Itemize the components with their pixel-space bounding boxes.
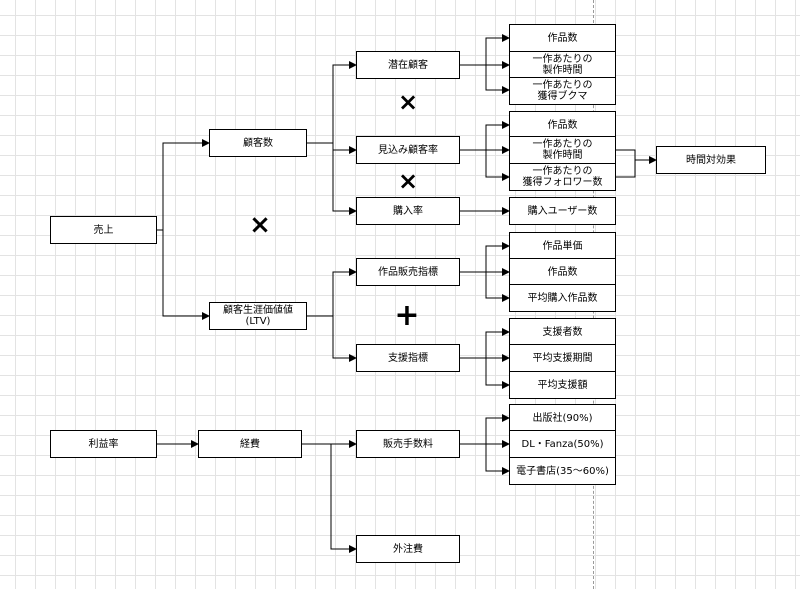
- node-ltv[interactable]: 顧客生涯価値値 (LTV): [209, 302, 307, 330]
- node-prospect-rate[interactable]: 見込み顧客率: [356, 136, 460, 164]
- node-publisher[interactable]: 出版社(90%): [509, 404, 616, 432]
- node-sales[interactable]: 売上: [50, 216, 157, 244]
- node-supporters[interactable]: 支援者数: [509, 318, 616, 346]
- node-avg-purchased[interactable]: 平均購入作品数: [509, 284, 616, 312]
- node-sales-index[interactable]: 作品販売指標: [356, 258, 460, 286]
- node-dl-fanza[interactable]: DL・Fanza(50%): [509, 430, 616, 458]
- edge-salesindex-avgpurchase: [485, 272, 510, 302]
- operator-plus-sales-support: +: [394, 298, 420, 333]
- edge-supportindex-amount: [485, 358, 510, 389]
- node-potential[interactable]: 潜在顧客: [356, 51, 460, 79]
- edge-potential-works: [460, 34, 510, 66]
- node-time-per-work[interactable]: 一作あたりの 製作時間: [509, 51, 616, 79]
- edge-supportindex-supporters: [460, 328, 510, 359]
- operator-times-prospect-purchase: ×: [397, 167, 419, 195]
- node-ebook-store[interactable]: 電子書店(35～60%): [509, 457, 616, 485]
- node-works-count-2[interactable]: 作品数: [509, 111, 616, 139]
- edge-fee-ebook: [485, 444, 510, 475]
- edge-ltv-salesindex: [307, 268, 357, 317]
- node-cost-effectiveness[interactable]: 時間対効果: [656, 146, 766, 174]
- edge-prospect-followers: [485, 150, 510, 181]
- edge-sales-customers: [157, 139, 210, 231]
- edge-potential-bookmarks: [485, 65, 510, 94]
- edge-prospect-works: [460, 121, 510, 151]
- node-expenses[interactable]: 経費: [198, 430, 302, 458]
- node-buyers[interactable]: 購入ユーザー数: [509, 197, 616, 225]
- node-time-per-work-2[interactable]: 一作あたりの 製作時間: [509, 136, 616, 164]
- operator-times-potential-prospect: ×: [397, 88, 419, 116]
- node-profit-rate[interactable]: 利益率: [50, 430, 157, 458]
- edge-expenses-outsourcing: [302, 443, 357, 553]
- node-unit-price[interactable]: 作品単価: [509, 232, 616, 260]
- node-works-count-3[interactable]: 作品数: [509, 258, 616, 286]
- node-support-index[interactable]: 支援指標: [356, 344, 460, 372]
- edge-effect-from-time: [616, 149, 657, 164]
- node-purchase-rate[interactable]: 購入率: [356, 197, 460, 225]
- node-bookmarks-per-work[interactable]: 一作あたりの 獲得ブクマ: [509, 77, 616, 105]
- node-outsourcing[interactable]: 外注費: [356, 535, 460, 563]
- node-customers[interactable]: 顧客数: [209, 129, 307, 157]
- node-works-count-1[interactable]: 作品数: [509, 24, 616, 52]
- edge-ltv-supportindex: [332, 316, 357, 362]
- edge-customers-prospect: [307, 142, 357, 154]
- node-followers-per-work[interactable]: 一作あたりの 獲得フォロワー数: [509, 163, 616, 191]
- edge-customers-purchase: [332, 143, 357, 215]
- edge-customers-potential: [307, 61, 357, 144]
- edge-salesindex-price: [460, 242, 510, 273]
- node-avg-period[interactable]: 平均支援期間: [509, 344, 616, 372]
- edge-effect-from-followers: [616, 160, 636, 178]
- node-sales-fee[interactable]: 販売手数料: [356, 430, 460, 458]
- operator-times-customers-ltv: ×: [249, 210, 271, 240]
- edge-sales-ltv: [162, 230, 210, 320]
- node-avg-amount[interactable]: 平均支援額: [509, 371, 616, 399]
- edge-fee-publisher: [460, 414, 510, 445]
